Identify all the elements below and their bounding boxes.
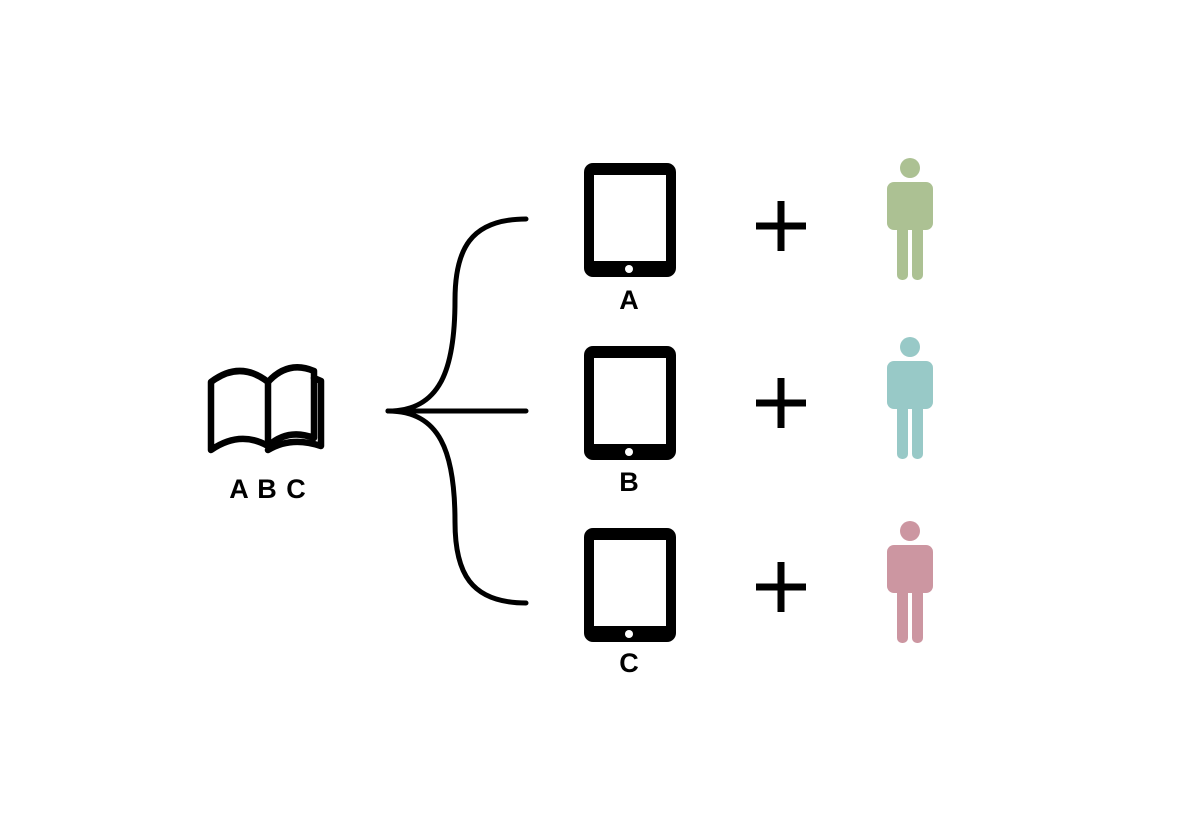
- person-icon: [887, 521, 933, 643]
- tablet-label-a: A: [619, 285, 639, 315]
- plus-icon: [756, 378, 806, 428]
- tablet-icon: [584, 346, 676, 460]
- tablet-icon: [584, 163, 676, 277]
- tablet-label-c: C: [619, 648, 639, 678]
- book-label: A B C: [229, 474, 307, 504]
- person-icon: [887, 158, 933, 280]
- plus-icon: [756, 201, 806, 251]
- open-book-icon: [207, 364, 325, 454]
- bracket-connector: [385, 216, 529, 606]
- tablet-label-b: B: [619, 467, 639, 497]
- tablet-icon: [584, 528, 676, 642]
- plus-icon: [756, 562, 806, 612]
- person-icon: [887, 337, 933, 459]
